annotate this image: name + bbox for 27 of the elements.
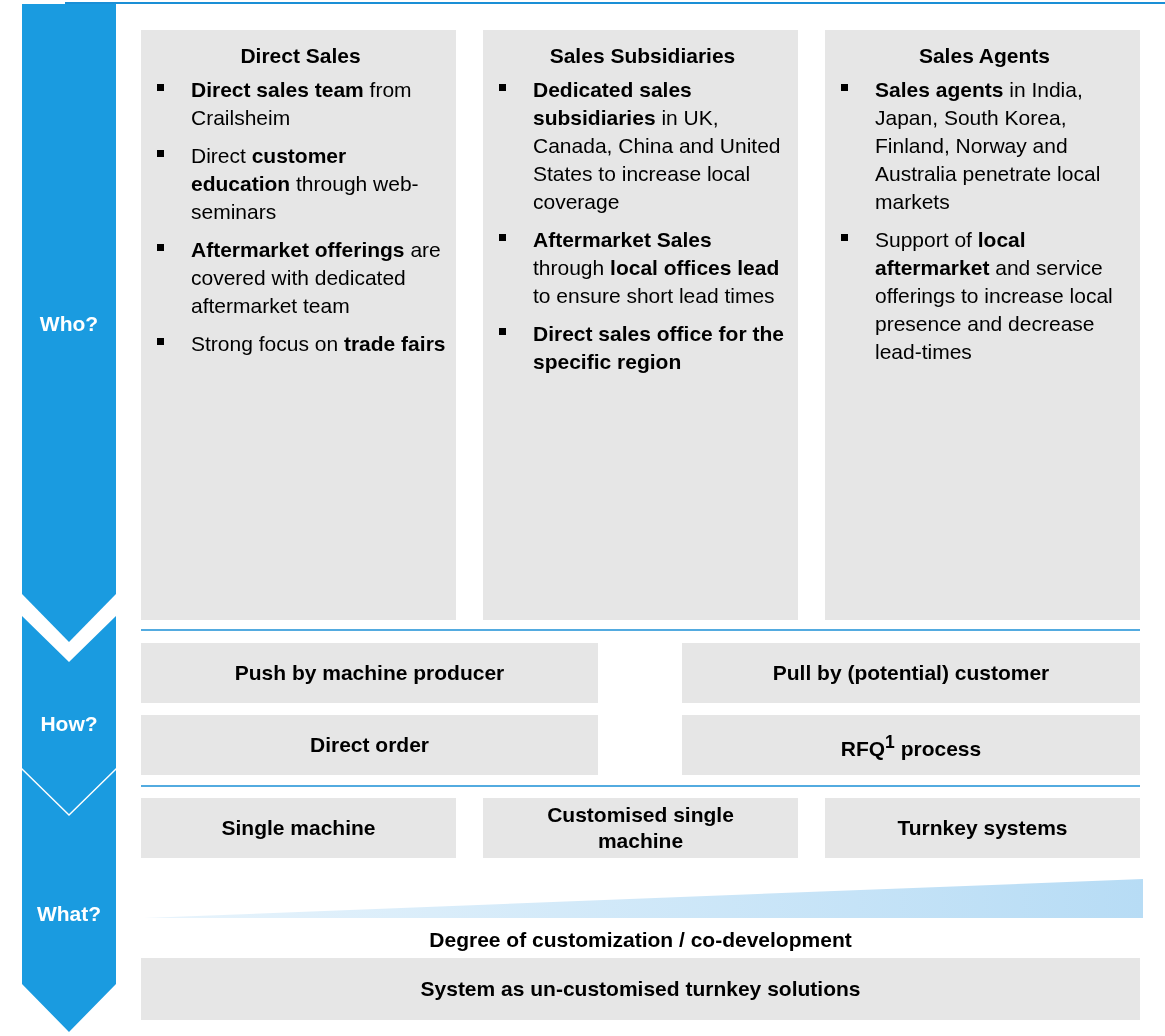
row-heading: Who? bbox=[38, 312, 100, 336]
category-box: Direct order bbox=[141, 715, 598, 775]
category-box: Customised single machine bbox=[483, 798, 798, 858]
category-box: Turnkey systems bbox=[825, 798, 1140, 858]
column-heading: Direct Sales bbox=[239, 44, 362, 68]
bullet-text: Support of local aftermarket and service offerings to increase local presence and decrease lead-times bbox=[875, 227, 1114, 365]
axis-label: Degree of customization / co-development bbox=[428, 928, 853, 952]
row-heading: How? bbox=[39, 712, 99, 736]
bullet-text: Aftermarket offerings are covered with dedicated aftermarket team bbox=[191, 237, 442, 319]
bullet-text: Aftermarket Sales through local offices lead to ensure short lead times bbox=[533, 227, 781, 309]
category-box: Push by machine producer bbox=[141, 643, 598, 703]
bullet-text: Direct sales team from Crailsheim bbox=[191, 77, 413, 131]
category-box: Pull by (potential) customer bbox=[682, 643, 1140, 703]
column-panel bbox=[141, 30, 456, 620]
category-box: Single machine bbox=[141, 798, 456, 858]
bullet-text: Direct sales office for the specific region bbox=[533, 321, 785, 375]
row-heading: What? bbox=[35, 902, 103, 926]
bullet-text: Direct customer education through web-seminars bbox=[191, 143, 420, 225]
column-heading: Sales Subsidiaries bbox=[548, 44, 737, 68]
column-panel bbox=[483, 30, 798, 620]
bullet-text: Sales agents in India, Japan, South Korea, Finland, Norway and Australia penetrate local markets bbox=[875, 77, 1102, 215]
category-box: RFQ$^{1}$ process bbox=[682, 715, 1140, 775]
bullet-text: Dedicated sales subsidiaries in UK, Canada, China and United States to increase local coverage bbox=[533, 77, 782, 215]
category-box: System as un-customised turnkey solutions bbox=[141, 958, 1140, 1020]
bullet-text: Strong focus on trade fairs bbox=[191, 331, 446, 357]
column-heading: Sales Agents bbox=[917, 44, 1052, 68]
column-panel bbox=[825, 30, 1140, 620]
